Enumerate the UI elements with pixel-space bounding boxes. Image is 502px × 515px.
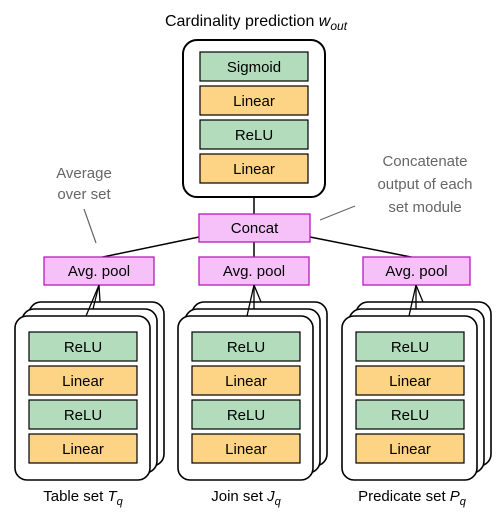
connector-line <box>92 284 100 310</box>
connector-lines <box>97 197 417 259</box>
caption-subscript: q <box>275 496 282 508</box>
connector-line <box>309 236 417 259</box>
annotation-line: over set <box>57 186 111 203</box>
output-module: Sigmoid Linear ReLU Linear <box>182 39 326 198</box>
layer-label: ReLU <box>391 407 429 424</box>
diagram-title: Cardinality prediction wout <box>165 13 348 33</box>
avg-pool-label: Avg. pool <box>223 263 285 280</box>
layer-label: Linear <box>62 373 104 390</box>
set-module-join: Avg. pool ReLU Linear ReLU Linear Join s… <box>177 256 328 508</box>
layer-label: Linear <box>225 373 267 390</box>
average-annotation: Average over set <box>56 165 112 203</box>
pool-connectors <box>408 284 424 317</box>
pool-connectors <box>246 284 262 317</box>
connector-line <box>253 284 262 303</box>
caption-symbol: P <box>450 488 460 505</box>
output-layer-box <box>199 85 309 116</box>
layer-label: ReLU <box>227 407 265 424</box>
output-layer-label: ReLU <box>235 127 273 144</box>
layer-box <box>355 399 465 430</box>
output-layer-label: Linear <box>233 161 275 178</box>
pool-connectors <box>85 284 101 317</box>
connector-line <box>246 284 255 317</box>
output-layer-box <box>199 51 309 82</box>
layer-label: ReLU <box>64 339 102 356</box>
title-text: Cardinality prediction <box>165 13 319 30</box>
caption-subscript: q <box>460 496 467 508</box>
layer-box <box>355 331 465 362</box>
caption-text: Table set <box>43 488 107 505</box>
layer-box <box>191 331 301 362</box>
caption-text: Join set <box>211 488 267 505</box>
connector-line <box>97 236 200 259</box>
avg-pool-label: Avg. pool <box>68 263 130 280</box>
annotation-line: Concatenate <box>382 153 467 170</box>
layer-box <box>191 433 301 464</box>
avg-pool-box <box>198 256 310 286</box>
layer-box <box>28 365 138 396</box>
set-module-predicate: Avg. pool ReLU Linear ReLU Linear Predic… <box>341 256 492 508</box>
output-layer-box <box>199 119 309 150</box>
layer-box <box>28 331 138 362</box>
avg-pool-box <box>362 256 471 286</box>
output-layer-box <box>199 153 309 184</box>
connector-line <box>415 284 424 303</box>
output-layer-label: Sigmoid <box>227 59 281 76</box>
layer-label: Linear <box>225 441 267 458</box>
output-layer-label: Linear <box>233 93 275 110</box>
title-subscript: out <box>330 19 347 33</box>
caption-text: Predicate set <box>358 488 450 505</box>
concatenate-pointer-line <box>319 205 356 221</box>
caption-symbol: J <box>266 488 275 505</box>
concat-label: Concat <box>231 220 279 237</box>
annotation-line: output of each <box>377 176 472 193</box>
caption-subscript: q <box>117 496 124 508</box>
layer-label: ReLU <box>227 339 265 356</box>
layer-box <box>191 399 301 430</box>
annotation-line: set module <box>388 199 461 216</box>
average-pointer-line <box>83 208 97 244</box>
set-module-table: Avg. pool ReLU Linear ReLU Linear Table … <box>14 256 165 508</box>
caption-symbol: T <box>107 488 118 505</box>
layer-label: Linear <box>389 441 431 458</box>
concatenate-annotation: Concatenate output of each set module <box>377 153 472 216</box>
layer-label: ReLU <box>64 407 102 424</box>
connector-line <box>85 284 100 317</box>
layer-label: Linear <box>62 441 104 458</box>
concat-box <box>198 213 311 243</box>
title-symbol: w <box>319 13 332 30</box>
layer-label: Linear <box>389 373 431 390</box>
layer-box <box>191 365 301 396</box>
annotation-line: Average <box>56 165 112 182</box>
set-caption: Join set Jq <box>211 488 281 508</box>
avg-pool-box <box>43 256 155 286</box>
set-caption: Predicate set Pq <box>358 488 467 508</box>
layer-box <box>28 399 138 430</box>
connector-line <box>408 284 417 317</box>
layer-box <box>355 365 465 396</box>
layer-box <box>355 433 465 464</box>
layer-box <box>28 433 138 464</box>
connector-line <box>98 284 101 303</box>
avg-pool-label: Avg. pool <box>385 263 447 280</box>
set-caption: Table set Tq <box>43 488 123 508</box>
layer-label: ReLU <box>391 339 429 356</box>
